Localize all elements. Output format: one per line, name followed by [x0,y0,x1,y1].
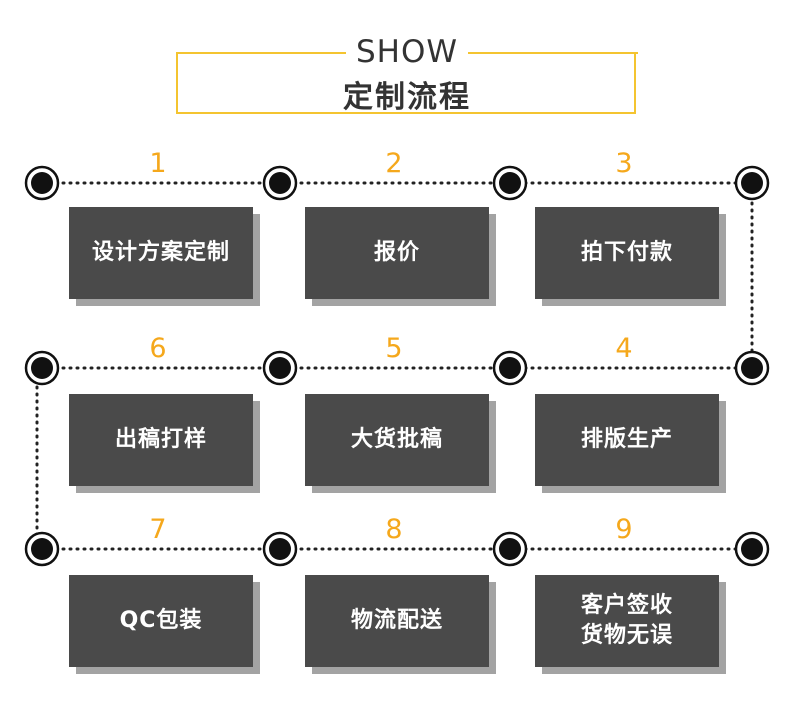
step-number-6: 6 [149,333,167,364]
step-label-3: 拍下付款 [580,240,673,265]
step-number-5: 5 [385,333,403,364]
flow-node-3-2 [262,531,298,567]
flow-node-1-1 [24,165,60,201]
flow-node-2-2 [262,350,298,386]
flow-node-3-3 [492,531,528,567]
step-label-6: 出稿打样 [114,427,207,452]
step-box-2: 报价 [305,207,489,299]
step-label-4: 排版生产 [580,427,673,452]
title-frame-top-right [468,52,638,54]
step-box-6: 出稿打样 [69,394,253,486]
title-frame-top-left [176,52,346,54]
title-frame [176,52,636,114]
page-title: 定制流程 [343,80,471,115]
step-label-5: 大货批稿 [350,427,443,452]
step-number-3: 3 [615,148,633,179]
step-number-7: 7 [149,514,167,545]
step-number-9: 9 [615,514,633,545]
step-box-7: QC包装 [69,575,253,667]
step-box-1: 设计方案定制 [69,207,253,299]
step-number-8: 8 [385,514,403,545]
step-label-7: QC包装 [119,608,203,633]
title-english: SHOW [355,34,459,70]
step-label-2: 报价 [373,240,420,265]
flow-node-1-4 [734,165,770,201]
step-number-2: 2 [385,148,403,179]
step-label-1: 设计方案定制 [91,240,230,265]
step-label-8: 物流配送 [350,608,443,633]
step-box-8: 物流配送 [305,575,489,667]
flow-node-1-2 [262,165,298,201]
flow-node-3-1 [24,531,60,567]
step-label-9-line1: 客户签收 [580,593,673,618]
step-box-3: 拍下付款 [535,207,719,299]
step-label-9-line2: 货物无误 [580,623,673,648]
step-box-9: 客户签收 货物无误 [535,575,719,667]
flow-node-3-4 [734,531,770,567]
step-box-4: 排版生产 [535,394,719,486]
flow-node-2-1 [24,350,60,386]
step-box-5: 大货批稿 [305,394,489,486]
step-number-4: 4 [615,333,633,364]
step-number-1: 1 [149,148,167,179]
flow-node-2-3 [492,350,528,386]
flow-node-2-4 [734,350,770,386]
flow-node-1-3 [492,165,528,201]
